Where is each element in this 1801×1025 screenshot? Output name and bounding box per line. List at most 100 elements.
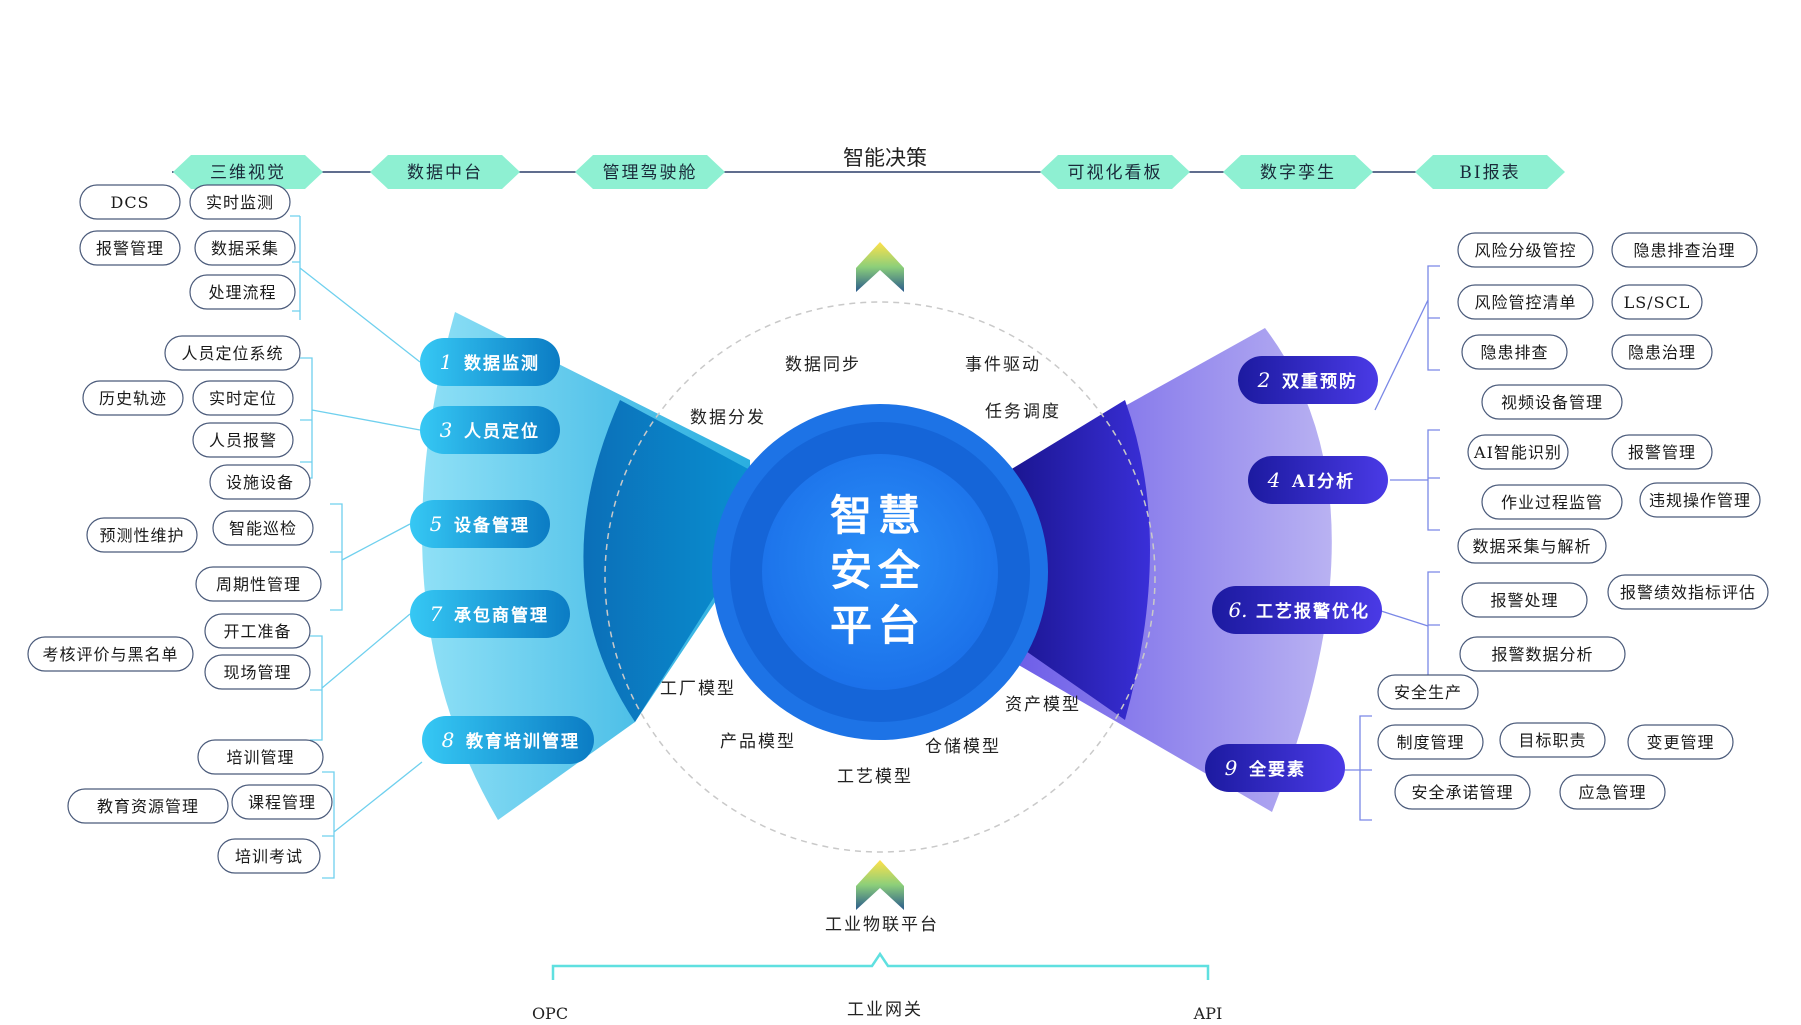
module-pill[interactable] — [420, 338, 560, 386]
module-label: 承包商管理 — [454, 605, 549, 626]
connector-module-9 — [1345, 715, 1372, 821]
left-module-4-item-3: 培训考试 — [217, 838, 321, 874]
module-label: 数据监测 — [464, 353, 540, 374]
module-pill[interactable] — [1212, 586, 1382, 634]
ring-label-task-scheduling: 任务调度 — [985, 402, 1061, 422]
item-label: 应急管理 — [1578, 783, 1646, 802]
right-module-0-item-3: LS/SCL — [1611, 284, 1703, 320]
left-module-1-item-1: 历史轨迹 — [82, 380, 184, 416]
module-pill[interactable] — [1248, 456, 1388, 504]
module-label: 工艺报警优化 — [1256, 601, 1370, 622]
module-label: 人员定位 — [464, 421, 540, 442]
module-pill[interactable] — [422, 716, 594, 764]
left-module-3-item-2: 现场管理 — [204, 654, 311, 690]
left-module-4-item-0: 培训管理 — [197, 739, 324, 775]
item-box — [1377, 724, 1484, 760]
item-label: 制度管理 — [1396, 733, 1464, 752]
item-box — [1459, 636, 1626, 672]
item-label: 历史轨迹 — [99, 389, 167, 408]
right-module-0-item-2: 风险管控清单 — [1457, 284, 1594, 320]
ring-label-product-model: 产品模型 — [720, 732, 796, 752]
left-module-2-item-2: 智能巡检 — [212, 510, 314, 546]
left-module-2-item-3: 周期性管理 — [195, 566, 322, 602]
item-box — [1627, 724, 1734, 760]
item-box — [1481, 384, 1623, 420]
module-pill[interactable] — [1205, 744, 1345, 792]
left-module-3[interactable]: 3 人员定位 — [420, 406, 560, 454]
item-label: 处理流程 — [208, 283, 276, 302]
top-tag-label: 数字孪生 — [1260, 163, 1336, 183]
top-tag-2: 管理驾驶舱 — [575, 155, 725, 189]
ring-labels: 数据同步 事件驱动 数据分发 任务调度 工厂模型 资产模型 产品模型 仓储模型 … — [660, 355, 1079, 787]
item-box — [195, 566, 322, 602]
ring-label-data-distribution: 数据分发 — [690, 408, 766, 428]
item-label: 智能巡检 — [229, 519, 297, 538]
connector-module-5 — [330, 503, 411, 611]
module-pill[interactable] — [410, 500, 550, 548]
connector-module-2 — [1374, 265, 1440, 411]
top-tag-shape — [1415, 155, 1565, 189]
right-module-0-item-0: 风险分级管控 — [1457, 232, 1594, 268]
left-module-0-item-2: 报警管理 — [79, 230, 181, 266]
item-box — [86, 517, 198, 553]
module-number: 5 — [430, 512, 443, 536]
item-label: 报警绩效指标评估 — [1620, 583, 1756, 602]
right-module-0-item-1: 隐患排查治理 — [1611, 232, 1758, 268]
top-tag-label: BI报表 — [1459, 163, 1520, 183]
module-label: AI分析 — [1291, 471, 1355, 492]
bottom-platform: 工业物联平台 OPC 工业网关 API — [532, 915, 1222, 1023]
item-label: 现场管理 — [223, 663, 291, 682]
item-box — [1499, 722, 1606, 758]
right-module-2-item-0: 数据采集与解析 — [1457, 528, 1607, 564]
right-module-1-item-1: AI智能识别 — [1467, 434, 1569, 470]
top-tag-shape — [575, 155, 725, 189]
module-label: 教育培训管理 — [465, 731, 580, 752]
item-label: 隐患治理 — [1628, 343, 1696, 362]
item-box — [1457, 232, 1594, 268]
center-title: 智慧 安全 平台 — [830, 491, 926, 650]
item-box — [1639, 482, 1761, 518]
item-box — [1457, 528, 1607, 564]
left-module-3-item-0: 开工准备 — [204, 613, 311, 649]
connector-module-3 — [300, 357, 421, 479]
connector-module-4 — [1390, 429, 1440, 531]
module-pill[interactable] — [410, 590, 570, 638]
item-label: 周期性管理 — [216, 575, 301, 594]
item-box — [1394, 774, 1531, 810]
top-tag-label: 管理驾驶舱 — [603, 163, 698, 183]
platform-label: 工业物联平台 — [825, 915, 939, 935]
item-label: 预测性维护 — [99, 526, 184, 545]
decision-label: 智能决策 — [843, 146, 927, 170]
module-pill[interactable] — [1238, 356, 1378, 404]
left-module-0-item-4: 处理流程 — [189, 274, 296, 310]
left-module-1-item-3: 人员报警 — [192, 422, 294, 458]
item-label: 设施设备 — [226, 473, 294, 492]
item-label: AI智能识别 — [1473, 443, 1562, 462]
right-module-6[interactable]: 6.工艺报警优化 — [1212, 586, 1382, 634]
module-number: 3 — [440, 418, 453, 442]
right-wing-inner — [1010, 400, 1150, 720]
module-label: 双重预防 — [1282, 371, 1358, 392]
top-tag-label: 数据中台 — [407, 163, 483, 183]
module-number: 9 — [1225, 756, 1238, 780]
connector-module-6 — [1377, 571, 1440, 679]
top-tag-5: BI报表 — [1415, 155, 1565, 189]
center-title-line-2: 安全 — [830, 546, 926, 595]
right-module-2-item-3: 报警数据分析 — [1459, 636, 1626, 672]
item-label: 考核评价与黑名单 — [42, 645, 178, 664]
item-box — [1481, 484, 1623, 520]
item-box — [204, 654, 311, 690]
top-tag-4: 数字孪生 — [1223, 155, 1373, 189]
item-label: 风险分级管控 — [1474, 241, 1576, 260]
item-label: 安全承诺管理 — [1411, 783, 1513, 802]
item-label: DCS — [110, 193, 149, 212]
module-pill[interactable] — [420, 406, 560, 454]
